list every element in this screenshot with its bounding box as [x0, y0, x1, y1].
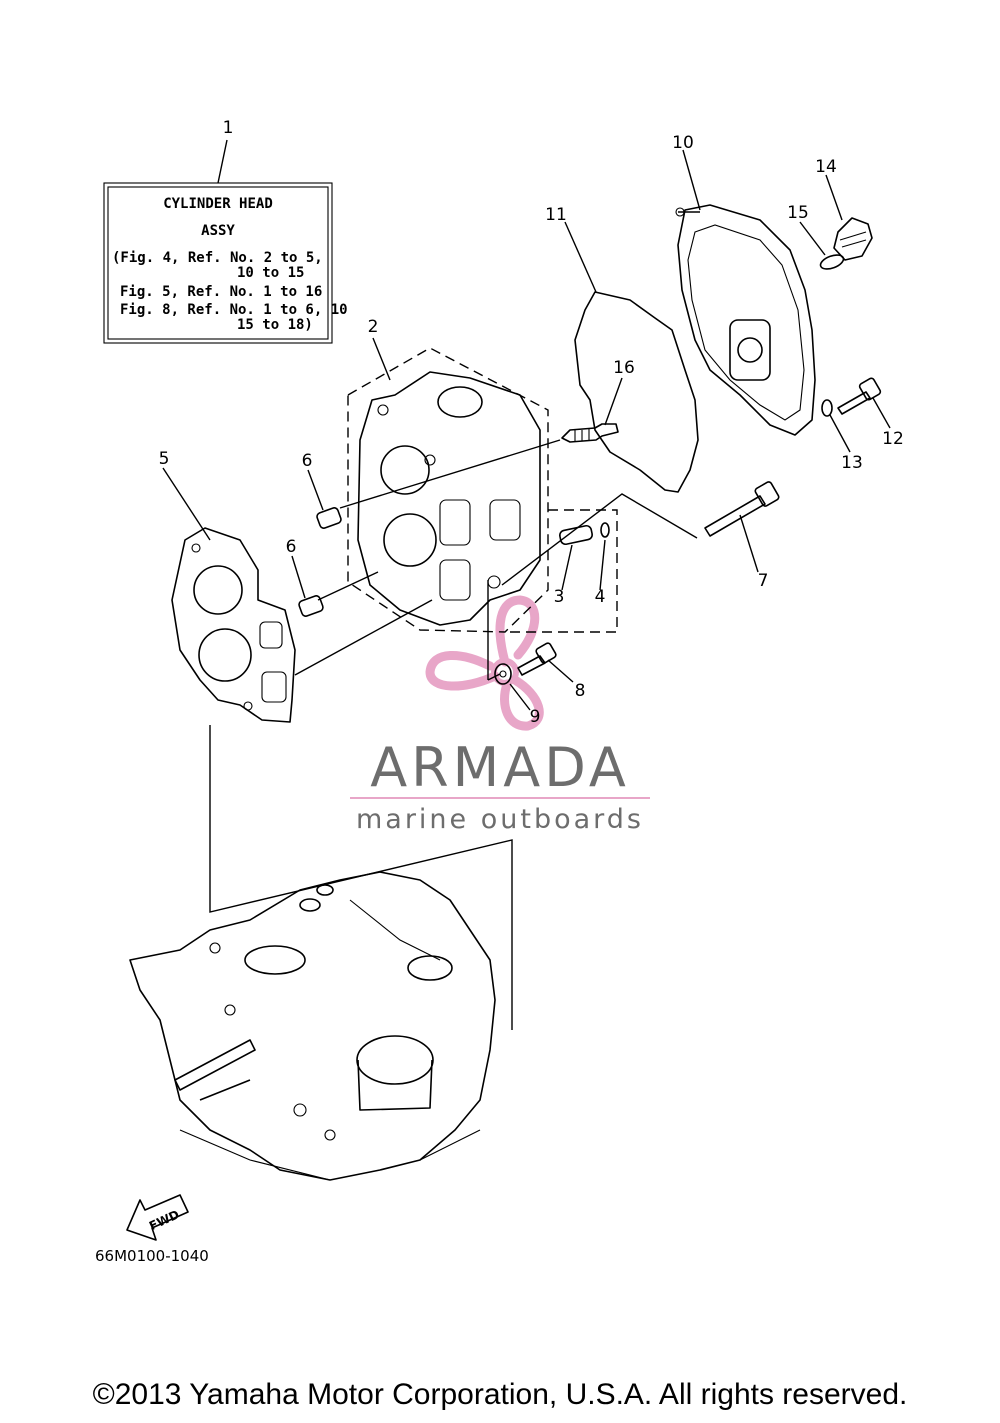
dowel-pin-lower: [298, 595, 324, 617]
ref-10: 10: [672, 133, 694, 153]
cylinder-head-assy-note: CYLINDER HEAD ASSY (Fig. 4, Ref. No. 2 t…: [103, 182, 348, 344]
ref-9: 9: [530, 707, 541, 727]
assembly-lines: [209, 439, 698, 1030]
ref-11: 11: [545, 205, 567, 225]
note-line-2: ASSY: [201, 223, 235, 239]
dowel-pin-upper: [316, 507, 342, 529]
ref-15: 15: [787, 203, 809, 223]
oil-filler-cap: [833, 217, 873, 261]
note-line-5: Fig. 5, Ref. No. 1 to 16: [120, 284, 322, 300]
note-line-3: (Fig. 4, Ref. No. 2 to 5,: [112, 250, 323, 266]
reference-leaders: [162, 139, 891, 711]
cylinder-block: [129, 871, 496, 1181]
reference-numbers: 1 2 3 4 5 6 6 7 8 9 10 11 12 13 14 15 16: [159, 118, 904, 727]
brand-name: ARMADA: [370, 736, 630, 799]
armada-wordmark: ARMADA marine outboards: [350, 736, 650, 835]
ref-6-upper: 6: [302, 451, 313, 471]
armada-propeller-logo: [425, 595, 544, 731]
copyright-notice: ©2013 Yamaha Motor Corporation, U.S.A. A…: [92, 1378, 908, 1411]
ref-7: 7: [758, 571, 769, 591]
ref-4: 4: [595, 587, 606, 607]
ref-14: 14: [815, 157, 837, 177]
ref-3: 3: [554, 587, 565, 607]
note-line-4: 10 to 15: [237, 265, 304, 281]
cover-bolt: [837, 377, 882, 415]
anode-group-outline: [505, 509, 618, 633]
cover-gasket: [574, 291, 699, 493]
cylinder-head-cover: [675, 204, 816, 436]
ref-2: 2: [368, 317, 379, 337]
note-line-1: CYLINDER HEAD: [163, 196, 273, 212]
ref-16: 16: [613, 358, 635, 378]
note-line-7: 15 to 18): [237, 317, 313, 333]
ref-6-lower: 6: [286, 537, 297, 557]
o-ring: [819, 254, 845, 270]
o-ring-small: [600, 522, 610, 538]
spark-plug: [561, 423, 619, 443]
anode-bolt: [517, 642, 557, 676]
brand-tagline: marine outboards: [356, 804, 644, 835]
ref-5: 5: [159, 449, 170, 469]
cylinder-head: [347, 347, 549, 633]
ref-12: 12: [882, 429, 904, 449]
fwd-arrow-icon: FWD: [126, 1194, 189, 1241]
head-gasket: [171, 527, 296, 723]
washer: [821, 399, 833, 417]
note-line-6: Fig. 8, Ref. No. 1 to 6, 10: [120, 302, 348, 318]
anode: [559, 524, 593, 546]
ref-1: 1: [223, 118, 234, 138]
head-bolt: [704, 481, 780, 537]
fwd-label: FWD: [147, 1207, 181, 1233]
drawing-code: 66M0100-1040: [95, 1247, 209, 1265]
ref-8: 8: [575, 681, 586, 701]
ref-13: 13: [841, 453, 863, 473]
